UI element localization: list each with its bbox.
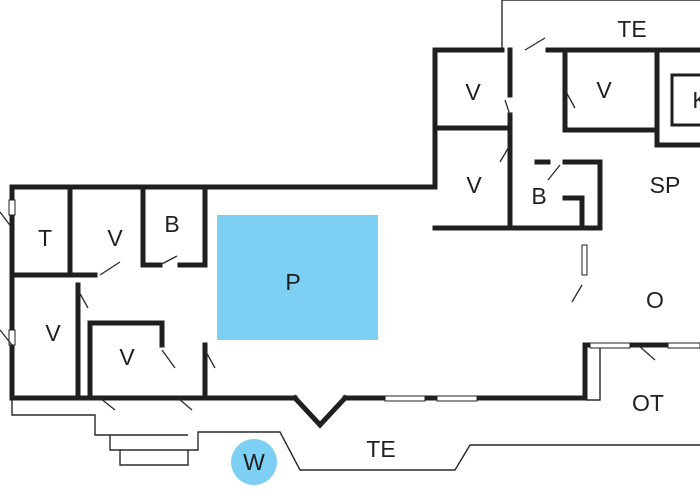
label-te-top: TE [617,16,646,42]
bottom-terrace-outline [11,400,700,471]
top-terrace-outline [501,0,700,50]
door-v-small [161,349,176,369]
door-b-left [159,255,178,266]
window-right-2 [667,342,700,349]
label-sp: SP [650,172,681,198]
doors [0,37,656,411]
window-bottom-1 [384,395,426,402]
label-v-top-left: V [465,79,481,105]
outer-wall-left-wing [9,47,505,190]
door-sp [571,284,583,303]
bay-wall [291,394,349,429]
door-exit-1 [99,397,116,411]
label-ot: OT [632,390,664,416]
outer-wall-bottom-right [342,342,588,401]
label-v-mid: V [466,172,482,198]
label-t: T [38,225,52,251]
steps-outline [110,434,188,451]
wall-v-top-right-left [562,47,660,133]
label-pool: P [285,269,300,295]
label-te-bottom: TE [366,436,395,462]
whirlpool [231,439,277,485]
window-right-1 [589,342,631,349]
label-k: K [692,87,700,113]
label-v-left-low: V [45,320,61,346]
door-t [0,211,13,229]
label-v-top-right: V [596,77,612,103]
label-b-mid: B [531,183,546,209]
door-v-mid [499,144,511,163]
door-v-low [77,289,89,309]
door-b-mid [547,164,561,181]
door-exit-2 [177,397,193,411]
door-o [637,344,656,361]
label-w: W [243,449,265,475]
right-terrace-outline [586,344,601,401]
pool [217,215,378,340]
door-corridor [204,349,216,369]
label-o: O [646,287,664,313]
door-v-top-left [504,99,511,116]
door-top-terrace [524,37,546,51]
window-left-1 [8,199,16,216]
label-v-left-2: V [107,225,123,251]
window-right-vertical [581,244,588,276]
wall-upper-right-rooms [432,159,603,231]
wall-v-small [87,320,165,401]
room-labels: TE V V K V B SP T V B V V P O OT TE W [38,16,700,475]
door-v2 [99,261,121,276]
window-bottom-2 [436,395,478,402]
door-v-top-right [564,89,576,109]
wall-k-left [654,47,700,148]
windows [8,199,700,402]
label-b-left: B [164,211,179,237]
door-v-left [0,329,13,346]
wall-k-inner [670,73,700,127]
wall-b-mid [534,159,585,231]
label-v-small: V [119,344,135,370]
